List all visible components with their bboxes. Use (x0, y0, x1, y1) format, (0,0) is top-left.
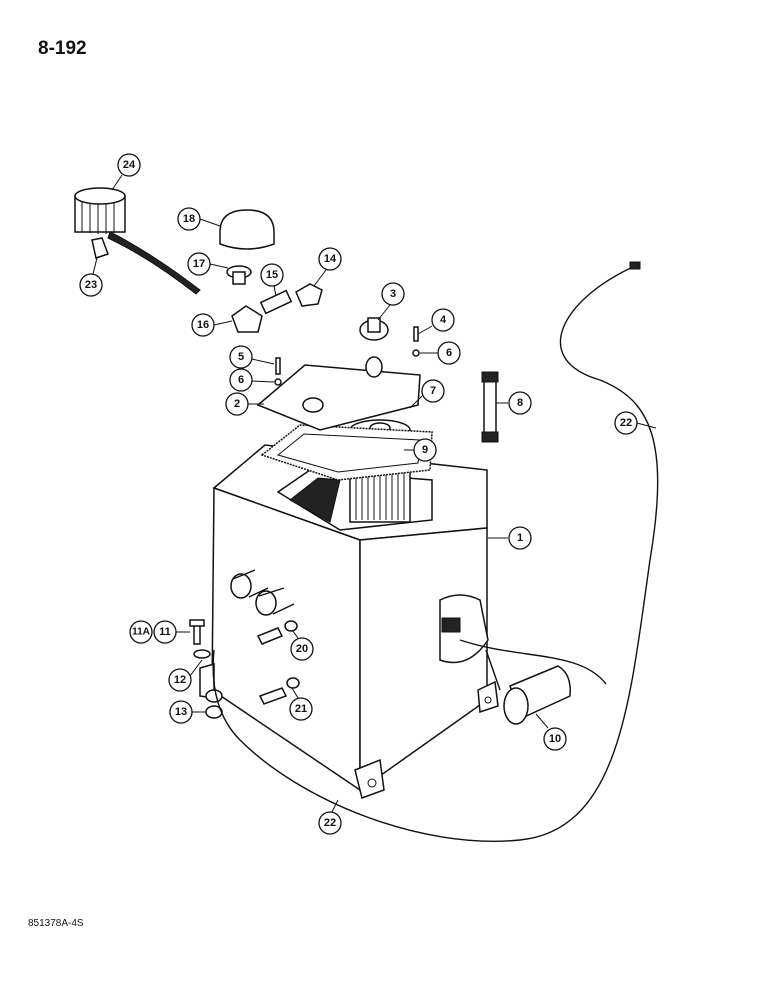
svg-text:23: 23 (85, 279, 97, 291)
callout-22: 22 (614, 411, 657, 435)
callout-1: 1 (488, 526, 532, 550)
filter-canister (503, 665, 571, 725)
svg-text:16: 16 (197, 319, 209, 331)
svg-text:17: 17 (193, 258, 205, 270)
callout-21: 21 (289, 687, 313, 721)
svg-text:22: 22 (324, 817, 336, 829)
callout-8: 8 (496, 391, 532, 415)
callout-11a: 11A (129, 620, 153, 644)
callout-23: 23 (79, 257, 103, 297)
callout-10: 10 (535, 713, 567, 751)
callout-6: 6 (229, 368, 275, 392)
callout-15: 15 (260, 263, 284, 297)
callout-7: 7 (409, 379, 445, 409)
svg-text:24: 24 (123, 159, 136, 171)
breather-cap (359, 317, 389, 341)
svg-text:6: 6 (238, 374, 244, 386)
nipple (259, 289, 293, 315)
sending-units (256, 620, 300, 705)
elbow-fitting (295, 283, 323, 307)
callout-3: 3 (377, 282, 405, 321)
callout-13: 13 (169, 700, 206, 724)
callout-16: 16 (191, 313, 233, 337)
svg-text:13: 13 (175, 706, 187, 718)
svg-text:4: 4 (440, 314, 447, 326)
svg-text:6: 6 (446, 347, 452, 359)
svg-text:2: 2 (234, 398, 240, 410)
callout-6: 6 (420, 341, 461, 365)
callout-5: 5 (229, 345, 275, 369)
callout-20: 20 (290, 629, 314, 661)
svg-text:3: 3 (390, 288, 396, 300)
callout-9: 9 (404, 438, 437, 462)
figure-code: 851378A-4S (28, 918, 84, 929)
callout-2: 2 (225, 392, 264, 416)
page-number: 8-192 (38, 38, 87, 59)
svg-text:18: 18 (183, 213, 195, 225)
svg-text:22: 22 (620, 417, 632, 429)
callout-24: 24 (111, 153, 141, 191)
callout-4: 4 (417, 308, 455, 335)
svg-text:1: 1 (517, 532, 523, 544)
svg-text:9: 9 (422, 444, 428, 456)
svg-text:21: 21 (295, 703, 307, 715)
breather (219, 209, 275, 250)
callout-17: 17 (187, 252, 229, 276)
sight-gauge (481, 371, 499, 443)
svg-text:14: 14 (324, 253, 337, 265)
wiring-harness (212, 265, 659, 842)
svg-text:11A: 11A (132, 627, 150, 638)
svg-text:10: 10 (549, 733, 561, 745)
adapter (226, 265, 252, 285)
callout-14: 14 (313, 247, 342, 287)
svg-text:8: 8 (517, 397, 523, 409)
svg-text:5: 5 (238, 351, 244, 363)
callout-18: 18 (177, 207, 221, 231)
callout-12: 12 (168, 659, 203, 692)
cover-plate (256, 356, 421, 431)
svg-text:20: 20 (296, 643, 308, 655)
svg-text:12: 12 (174, 674, 186, 686)
callout-22: 22 (318, 799, 342, 835)
hose-elbow (91, 237, 109, 259)
bolt (189, 326, 420, 719)
svg-text:7: 7 (430, 385, 436, 397)
elbow (231, 305, 263, 333)
svg-text:15: 15 (266, 269, 278, 281)
filter-cap (74, 187, 126, 234)
svg-text:11: 11 (159, 626, 171, 638)
callout-11: 11 (153, 620, 190, 644)
